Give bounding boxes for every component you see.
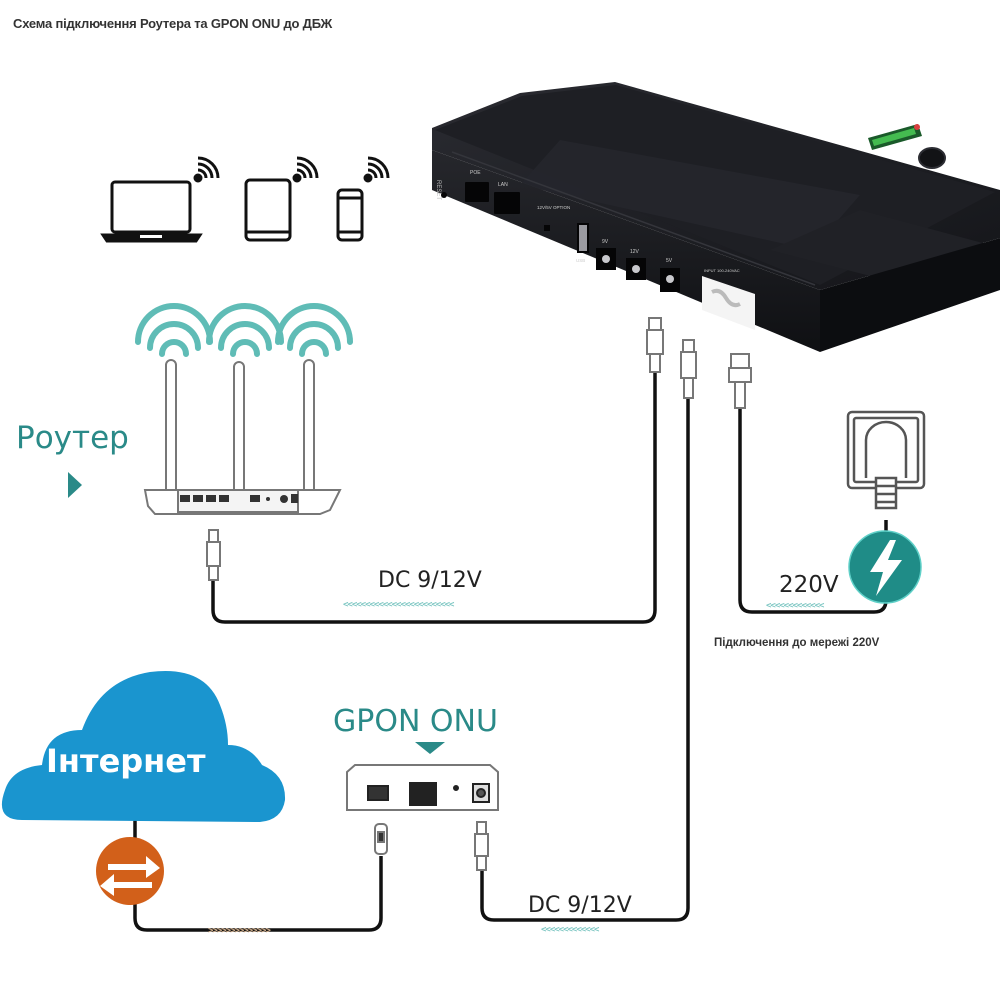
router-wifi-waves xyxy=(135,303,353,357)
mains-caption: Підключення до мережі 220V xyxy=(714,637,880,649)
gpon-lan-port xyxy=(409,782,437,806)
gpon-dc-plug xyxy=(474,821,489,871)
ups-device: RESET POE LAN 12V/5V OPTION USB 9V 12V 5… xyxy=(432,82,1000,352)
wall-outlet-icon xyxy=(846,410,926,510)
router-antenna-3 xyxy=(303,359,315,511)
gpon-pointer-icon xyxy=(415,742,445,754)
internet-label: Інтернет xyxy=(46,742,206,780)
router-antenna-1 xyxy=(165,359,177,511)
svg-text:INPUT 100-240VAC: INPUT 100-240VAC xyxy=(704,268,740,273)
svg-text:5V: 5V xyxy=(666,258,673,264)
gpon-power-label: DC 9/12V xyxy=(528,893,632,918)
svg-text:12V: 12V xyxy=(630,249,640,255)
cable-gpon-power xyxy=(480,398,690,922)
router-power-label: DC 9/12V xyxy=(378,568,482,593)
gpon-fiber-port xyxy=(367,785,389,801)
usb-port xyxy=(577,223,589,253)
poe-port xyxy=(465,182,489,202)
svg-text:RESET: RESET xyxy=(435,180,441,200)
ups-label-lan: LAN xyxy=(498,182,508,188)
iec-plug xyxy=(728,353,752,409)
router-dc-plug xyxy=(206,529,221,581)
gpon-device xyxy=(346,764,499,811)
lightning-bolt-icon xyxy=(848,530,922,604)
svg-text:9V: 9V xyxy=(602,239,609,245)
wifi-icon-laptop xyxy=(193,156,220,183)
svg-text:USB: USB xyxy=(576,258,585,263)
internet-cloud-icon xyxy=(1,670,286,822)
reset-hole xyxy=(441,192,447,198)
fiber-connector xyxy=(374,823,388,855)
cables xyxy=(133,372,888,932)
gpon-label: GPON ONU xyxy=(333,704,498,739)
mains-voltage-label: 220V xyxy=(779,572,839,598)
svg-text:12V/5V OPTION: 12V/5V OPTION xyxy=(537,205,570,210)
cable-internet xyxy=(133,815,383,932)
laptop-icon xyxy=(100,180,203,243)
exchange-arrows-icon xyxy=(96,837,164,905)
wifi-icon-phone xyxy=(363,156,390,183)
dc-plug-gpon xyxy=(680,339,697,399)
lan-port xyxy=(494,192,520,214)
cable-mains xyxy=(738,408,888,614)
ups-side xyxy=(820,238,1000,352)
router-device xyxy=(143,359,342,515)
ups-label-poe: POE xyxy=(470,170,481,176)
router-label: Роутер xyxy=(16,420,129,456)
diagram-title: Схема підключення Роутера та GPON ONU до… xyxy=(13,16,333,31)
power-button xyxy=(918,147,946,169)
dc-plug-router xyxy=(646,317,664,373)
router-power-flow-arrows: <<<<<<<<<<<<<<<<<<<<<<<<< xyxy=(343,600,454,610)
router-pointer-icon xyxy=(68,472,82,498)
cable-router-power xyxy=(211,372,657,624)
mains-flow-arrows: <<<<<<<<<<<<< xyxy=(766,601,824,611)
smartphone-icon xyxy=(336,188,364,242)
voltage-switch xyxy=(544,225,550,231)
wifi-icon-tablet xyxy=(292,156,319,183)
gpon-power-flow-arrows: <<<<<<<<<<<<< xyxy=(541,925,599,935)
led-indicator-red xyxy=(914,124,920,130)
internet-flow-arrows: >>>>>>>>>>>>>> xyxy=(208,926,271,936)
wifi-signal-icons xyxy=(193,156,390,183)
tablet-icon xyxy=(244,178,292,242)
